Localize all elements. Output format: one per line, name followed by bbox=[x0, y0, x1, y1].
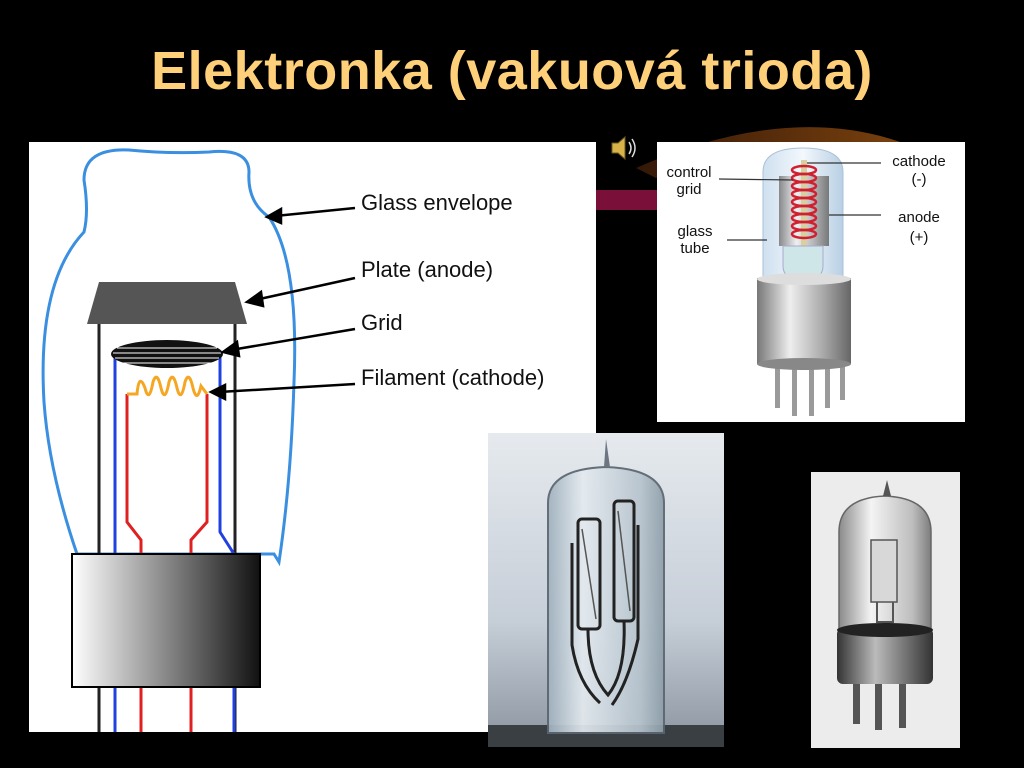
label-glass-envelope: Glass envelope bbox=[361, 190, 513, 215]
photo-glass-triode bbox=[488, 433, 724, 747]
tube-base bbox=[71, 553, 261, 688]
label-cathode-line2: (-) bbox=[912, 171, 927, 188]
slide-title: Elektronka (vakuová trioda) bbox=[151, 41, 873, 101]
grid-shape bbox=[111, 340, 223, 368]
label-control-grid-line1: control bbox=[666, 164, 711, 181]
label-anode-line1: anode bbox=[898, 209, 940, 226]
glass-envelope-shape bbox=[41, 148, 297, 567]
label-cathode-line1: cathode bbox=[892, 153, 945, 170]
decorative-swoosh bbox=[596, 127, 916, 210]
plate-anode-shape bbox=[87, 282, 247, 324]
label-plate-anode: Plate (anode) bbox=[361, 257, 493, 282]
photo-vintage-triode bbox=[811, 472, 960, 748]
label-anode-line2: (+) bbox=[910, 229, 929, 246]
label-glass-tube-line2: tube bbox=[680, 240, 709, 257]
label-grid: Grid bbox=[361, 310, 403, 335]
control-grid-coil bbox=[790, 164, 818, 240]
speaker-icon[interactable] bbox=[606, 131, 640, 165]
label-control-grid-line2: grid bbox=[676, 181, 701, 198]
triode-illustration: control grid glass tube cathode (-) anod… bbox=[657, 142, 965, 422]
filament-shape bbox=[127, 375, 209, 397]
illustration-base bbox=[757, 278, 851, 364]
label-filament-cathode: Filament (cathode) bbox=[361, 365, 544, 390]
label-glass-tube-line1: glass bbox=[677, 223, 712, 240]
